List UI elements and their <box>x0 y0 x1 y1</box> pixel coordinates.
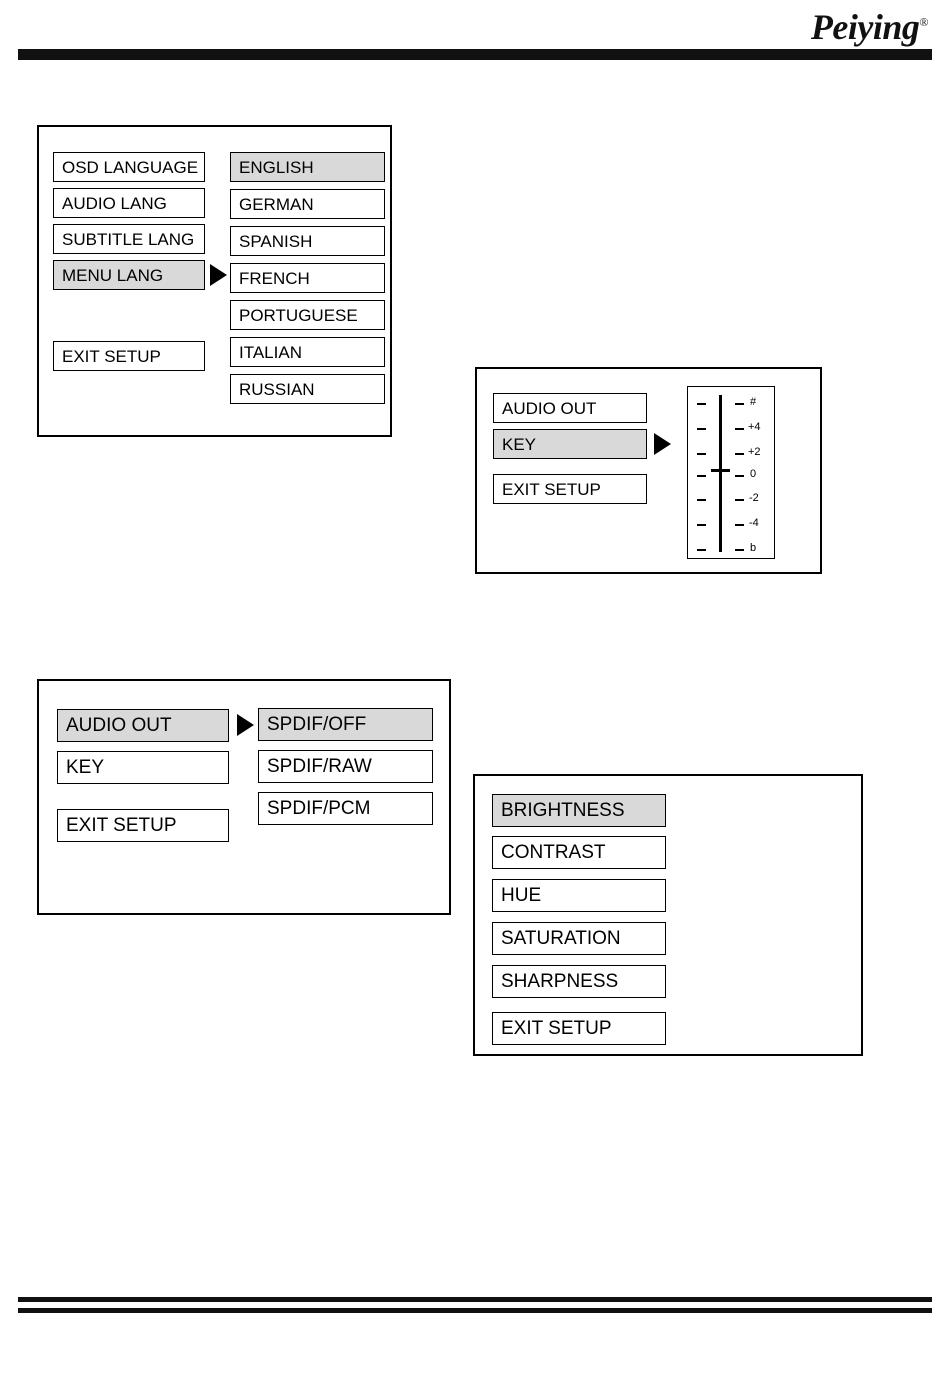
menu-item-contrast[interactable]: CONTRAST <box>492 836 666 869</box>
key-scale-label: b <box>750 542 757 554</box>
language-option-label: PORTUGUESE <box>239 305 358 325</box>
language-option-italian[interactable]: ITALIAN <box>230 337 385 367</box>
language-option-german[interactable]: GERMAN <box>230 189 385 219</box>
language-option-english[interactable]: ENGLISH <box>230 152 385 182</box>
menu-item-label: EXIT SETUP <box>502 479 601 499</box>
menu-item-exit-setup[interactable]: EXIT SETUP <box>53 341 205 371</box>
footer-rule-bottom <box>18 1308 932 1313</box>
menu-item-menu-lang[interactable]: MENU LANG <box>53 260 205 290</box>
audio-out-option-spdif-raw[interactable]: SPDIF/RAW <box>258 750 433 783</box>
language-option-label: RUSSIAN <box>239 379 315 399</box>
brand-logo: Peiying® <box>810 6 929 48</box>
menu-item-sharpness[interactable]: SHARPNESS <box>492 965 666 998</box>
menu-item-audio-out[interactable]: AUDIO OUT <box>493 393 647 423</box>
menu-item-label: SHARPNESS <box>501 971 619 992</box>
key-tick-right <box>735 428 744 430</box>
audio-out-option-spdif-pcm[interactable]: SPDIF/PCM <box>258 792 433 825</box>
menu-item-label: EXIT SETUP <box>66 815 177 836</box>
header-rule <box>18 49 932 60</box>
footer-rule-top <box>18 1297 932 1302</box>
key-scale-label: # <box>750 396 757 408</box>
key-tick-right <box>735 453 744 455</box>
brand-name: Peiying <box>810 7 920 47</box>
submenu-arrow-icon <box>654 433 671 455</box>
menu-item-label: EXIT SETUP <box>501 1018 612 1039</box>
panel-key: AUDIO OUT KEY EXIT SETUP # +4 +2 0 -2 -4… <box>475 367 822 574</box>
language-option-label: GERMAN <box>239 194 314 214</box>
language-option-label: SPANISH <box>239 231 313 251</box>
menu-item-exit-setup[interactable]: EXIT SETUP <box>492 1012 666 1045</box>
menu-item-audio-lang[interactable]: AUDIO LANG <box>53 188 205 218</box>
audio-out-option-label: SPDIF/OFF <box>267 714 367 735</box>
key-scale-label: -2 <box>749 492 759 504</box>
menu-item-label: SATURATION <box>501 928 621 949</box>
key-scale-label: +2 <box>748 446 761 458</box>
key-scale-label: 0 <box>750 468 757 480</box>
key-tick-right <box>735 524 744 526</box>
key-tick-left <box>697 499 706 501</box>
menu-item-key[interactable]: KEY <box>57 751 229 784</box>
menu-item-label: HUE <box>501 885 542 906</box>
menu-item-saturation[interactable]: SATURATION <box>492 922 666 955</box>
menu-item-exit-setup[interactable]: EXIT SETUP <box>57 809 229 842</box>
menu-item-label: MENU LANG <box>62 265 164 285</box>
key-tick-left <box>697 428 706 430</box>
menu-item-osd-language[interactable]: OSD LANGUAGE <box>53 152 205 182</box>
menu-item-key[interactable]: KEY <box>493 429 647 459</box>
panel-language: OSD LANGUAGE AUDIO LANG SUBTITLE LANG ME… <box>37 125 392 437</box>
menu-item-label: KEY <box>66 757 105 778</box>
menu-item-label: KEY <box>502 434 537 454</box>
menu-item-label: AUDIO OUT <box>502 398 597 418</box>
menu-item-hue[interactable]: HUE <box>492 879 666 912</box>
language-option-french[interactable]: FRENCH <box>230 263 385 293</box>
key-slider[interactable]: # +4 +2 0 -2 -4 b <box>687 386 775 559</box>
language-option-label: ENGLISH <box>239 157 314 177</box>
key-tick-left <box>697 524 706 526</box>
language-option-portuguese[interactable]: PORTUGUESE <box>230 300 385 330</box>
menu-item-exit-setup[interactable]: EXIT SETUP <box>493 474 647 504</box>
key-tick-right <box>735 549 744 551</box>
key-scale-label: -4 <box>749 517 759 529</box>
key-tick-left <box>697 549 706 551</box>
menu-item-subtitle-lang[interactable]: SUBTITLE LANG <box>53 224 205 254</box>
key-slider-thumb[interactable] <box>711 469 730 472</box>
audio-out-option-spdif-off[interactable]: SPDIF/OFF <box>258 708 433 741</box>
menu-item-label: AUDIO LANG <box>62 193 167 213</box>
audio-out-option-label: SPDIF/RAW <box>267 756 372 777</box>
language-option-spanish[interactable]: SPANISH <box>230 226 385 256</box>
key-slider-track <box>719 395 722 552</box>
key-scale-label: +4 <box>748 421 761 433</box>
key-tick-left <box>697 453 706 455</box>
key-tick-left <box>697 403 706 405</box>
menu-item-label: BRIGHTNESS <box>501 800 625 821</box>
audio-out-option-label: SPDIF/PCM <box>267 798 371 819</box>
language-option-russian[interactable]: RUSSIAN <box>230 374 385 404</box>
language-option-label: FRENCH <box>239 268 310 288</box>
menu-item-brightness[interactable]: BRIGHTNESS <box>492 794 666 827</box>
submenu-arrow-icon <box>210 264 227 286</box>
language-option-label: ITALIAN <box>239 342 302 362</box>
menu-item-audio-out[interactable]: AUDIO OUT <box>57 709 229 742</box>
key-tick-right <box>735 499 744 501</box>
menu-item-label: EXIT SETUP <box>62 346 161 366</box>
menu-item-label: OSD LANGUAGE <box>62 157 199 177</box>
key-tick-right <box>735 475 744 477</box>
registered-mark: ® <box>919 15 928 29</box>
submenu-arrow-icon <box>237 714 254 736</box>
menu-item-label: AUDIO OUT <box>66 715 172 736</box>
menu-item-label: CONTRAST <box>501 842 606 863</box>
panel-video-setup: BRIGHTNESS CONTRAST HUE SATURATION SHARP… <box>473 774 863 1056</box>
key-tick-left <box>697 475 706 477</box>
key-tick-right <box>735 403 744 405</box>
panel-audio-out: AUDIO OUT KEY EXIT SETUP SPDIF/OFF SPDIF… <box>37 679 451 915</box>
menu-item-label: SUBTITLE LANG <box>62 229 195 249</box>
